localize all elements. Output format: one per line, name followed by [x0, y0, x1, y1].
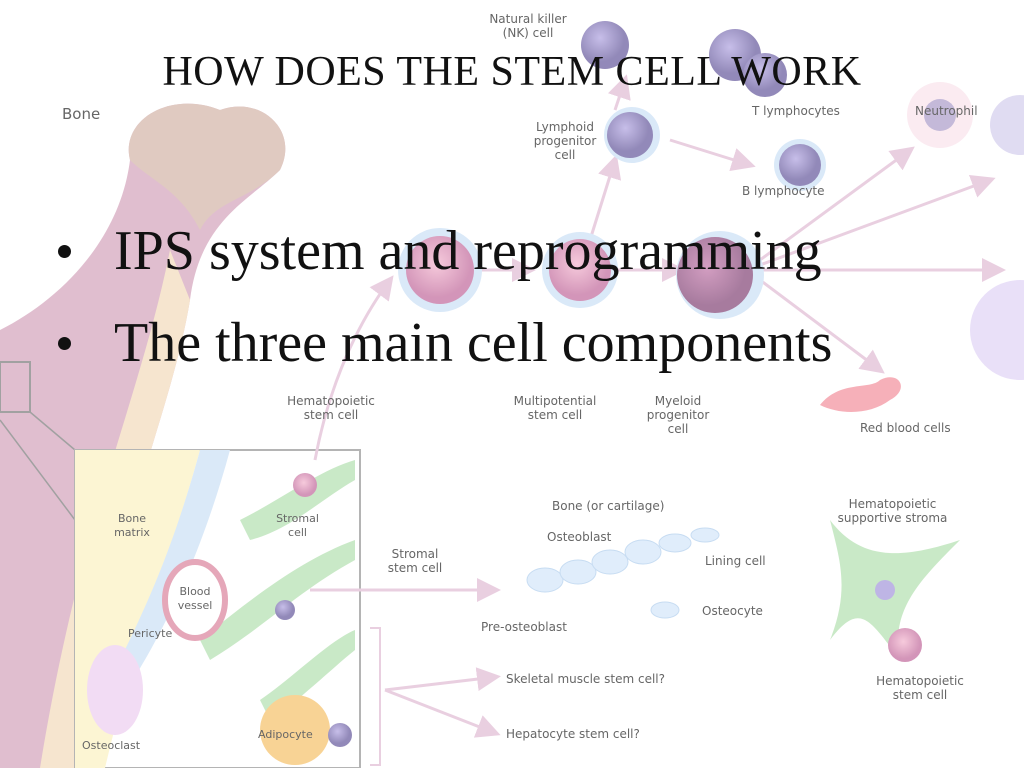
label-red-blood-cells: Red blood cells: [860, 421, 951, 435]
label-lymphoid-progenitor: Lymphoid progenitor cell: [533, 120, 597, 162]
label-nk-cell: Natural killer (NK) cell: [489, 12, 567, 40]
label-b-lymphocyte: B lymphocyte: [742, 184, 825, 198]
label-osteoblast: Osteoblast: [547, 530, 612, 544]
slide-title: HOW DOES THE STEM CELL WORK: [162, 49, 862, 95]
label-pre-osteoblast: Pre-osteoblast: [481, 620, 567, 634]
label-multipotential-stem-cell: Multipotential stem cell: [513, 394, 597, 422]
label-skeletal-muscle-stem-cell: Skeletal muscle stem cell?: [506, 672, 665, 686]
label-hepatocyte-stem-cell: Hepatocyte stem cell?: [506, 727, 640, 741]
bullet-text: IPS system and reprogramming: [114, 220, 822, 282]
bullet-item: The three main cell components: [58, 297, 832, 389]
label-bone-matrix: Bone matrix: [114, 512, 150, 539]
label-hematopoietic-stem-cell: Hematopoietic stem cell: [287, 394, 375, 422]
label-osteocyte: Osteocyte: [702, 604, 763, 618]
label-myeloid-progenitor: Myeloid progenitor cell: [646, 394, 710, 436]
label-stromal-stem-cell: Stromal stem cell: [387, 547, 443, 575]
label-stromal-cell: Stromal cell: [276, 512, 319, 539]
label-neutrophil: Neutrophil: [915, 104, 978, 118]
label-osteoclast: Osteoclast: [82, 739, 141, 752]
label-bone: Bone: [62, 105, 101, 123]
label-blood-vessel: Blood vessel: [177, 585, 213, 612]
bullet-text: The three main cell components: [114, 312, 833, 374]
label-bone-or-cartilage: Bone (or cartilage): [552, 499, 665, 513]
bullet-icon: [58, 337, 71, 350]
label-adipocyte: Adipocyte: [258, 728, 313, 741]
label-hematopoietic-stem-cell-2: Hematopoietic stem cell: [876, 674, 964, 702]
label-t-lymphocytes: T lymphocytes: [752, 104, 840, 118]
bullet-icon: [58, 245, 71, 258]
label-pericyte: Pericyte: [128, 627, 173, 640]
bullet-list: IPS system and reprogramming The three m…: [58, 205, 832, 389]
label-supportive-stroma: Hematopoietic supportive stroma: [837, 497, 948, 525]
label-lining-cell: Lining cell: [705, 554, 766, 568]
bullet-item: IPS system and reprogramming: [58, 205, 832, 297]
